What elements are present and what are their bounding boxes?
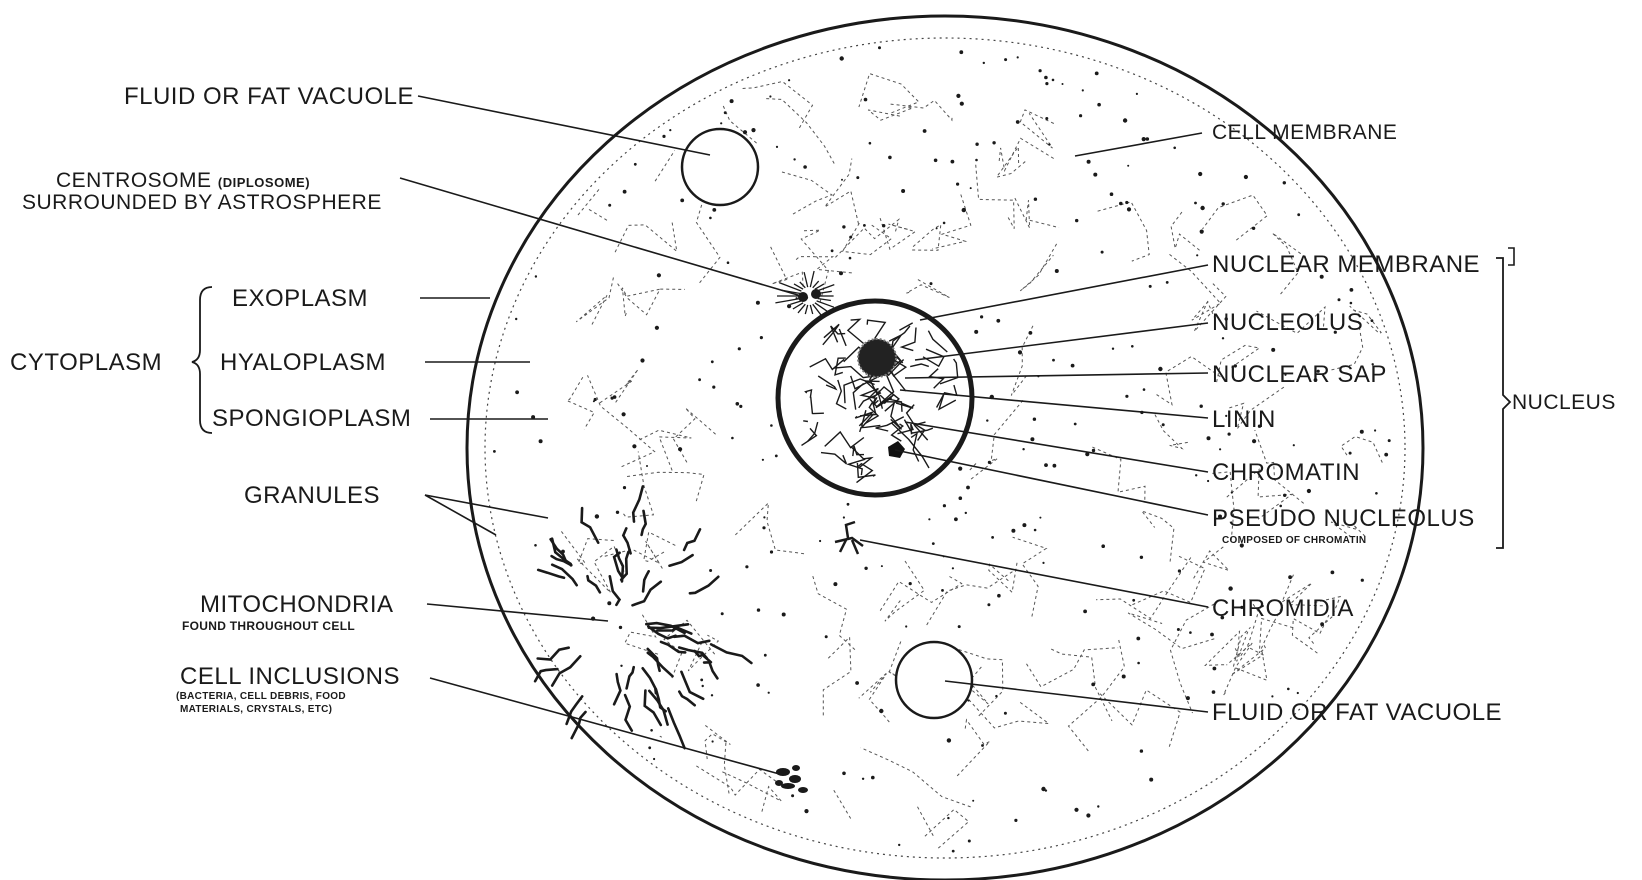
leader-pseudo-nucleolus bbox=[895, 450, 1208, 515]
label-cell-membrane: CELL MEMBRANE bbox=[1212, 120, 1397, 146]
label-granules: GRANULES bbox=[244, 483, 380, 509]
leader-nucleolus bbox=[915, 323, 1208, 360]
chromidia bbox=[835, 522, 863, 554]
leader-mitochondria bbox=[427, 604, 608, 621]
fluid-vacuole-top bbox=[682, 129, 758, 205]
leader-fluid-vacuole-bottom bbox=[945, 681, 1208, 712]
leader-centrosome bbox=[400, 178, 808, 298]
label-pseudo-nucleolus: PSEUDO NUCLEOLUS bbox=[1212, 506, 1475, 532]
label-nucleolus: NUCLEOLUS bbox=[1212, 310, 1363, 336]
label-fluid-vacuole-top: FLUID OR FAT VACUOLE bbox=[124, 84, 414, 110]
label-nuclear-membrane: NUCLEAR MEMBRANE bbox=[1212, 252, 1480, 278]
label-mitochondria: MITOCHONDRIA bbox=[200, 592, 394, 618]
label-cytoplasm: CYTOPLASM bbox=[10, 350, 162, 376]
label-centrosome-main: CENTROSOME bbox=[56, 169, 212, 192]
label-hyaloplasm: HYALOPLASM bbox=[220, 350, 386, 376]
leader-nuclear-membrane bbox=[920, 265, 1208, 320]
label-fluid-vacuole-bottom: FLUID OR FAT VACUOLE bbox=[1212, 700, 1502, 726]
label-chromatin: CHROMATIN bbox=[1212, 460, 1360, 486]
leader-granules-1 bbox=[425, 495, 548, 518]
label-centrosome-paren: (DIPLOSOME) bbox=[218, 175, 310, 190]
cell-inclusions bbox=[775, 765, 808, 793]
label-mitochondria-sub: FOUND THROUGHOUT CELL bbox=[182, 620, 355, 633]
leader-cell-membrane bbox=[1075, 133, 1202, 156]
label-pseudo-nucleolus-sub: COMPOSED OF CHROMATIN bbox=[1222, 534, 1366, 547]
label-linin: LININ bbox=[1212, 407, 1276, 433]
label-spongioplasm: SPONGIOPLASM bbox=[212, 406, 411, 432]
cytoplasm-brace bbox=[192, 287, 212, 433]
label-nucleus: NUCLEUS bbox=[1512, 390, 1616, 416]
label-cell-inclusions-sub1: (BACTERIA, CELL DEBRIS, FOOD bbox=[176, 690, 346, 703]
label-cell-inclusions: CELL INCLUSIONS bbox=[180, 664, 400, 690]
label-exoplasm: EXOPLASM bbox=[232, 286, 368, 312]
fluid-vacuole-bottom bbox=[896, 642, 972, 718]
label-chromidia: CHROMIDIA bbox=[1212, 596, 1354, 622]
leader-cell-inclusions bbox=[430, 678, 783, 775]
label-centrosome-line2: SURROUNDED BY ASTROSPHERE bbox=[22, 190, 382, 216]
label-nuclear-sap: NUCLEAR SAP bbox=[1212, 362, 1387, 388]
nucleus-bracket bbox=[1496, 258, 1510, 548]
leader-fluid-vacuole-top bbox=[418, 96, 710, 155]
centrosome-dot-2 bbox=[811, 289, 821, 299]
nuclear-membrane-bracket bbox=[1508, 248, 1514, 265]
label-cell-inclusions-sub2: MATERIALS, CRYSTALS, ETC) bbox=[180, 703, 332, 716]
leader-chromidia bbox=[860, 540, 1208, 607]
